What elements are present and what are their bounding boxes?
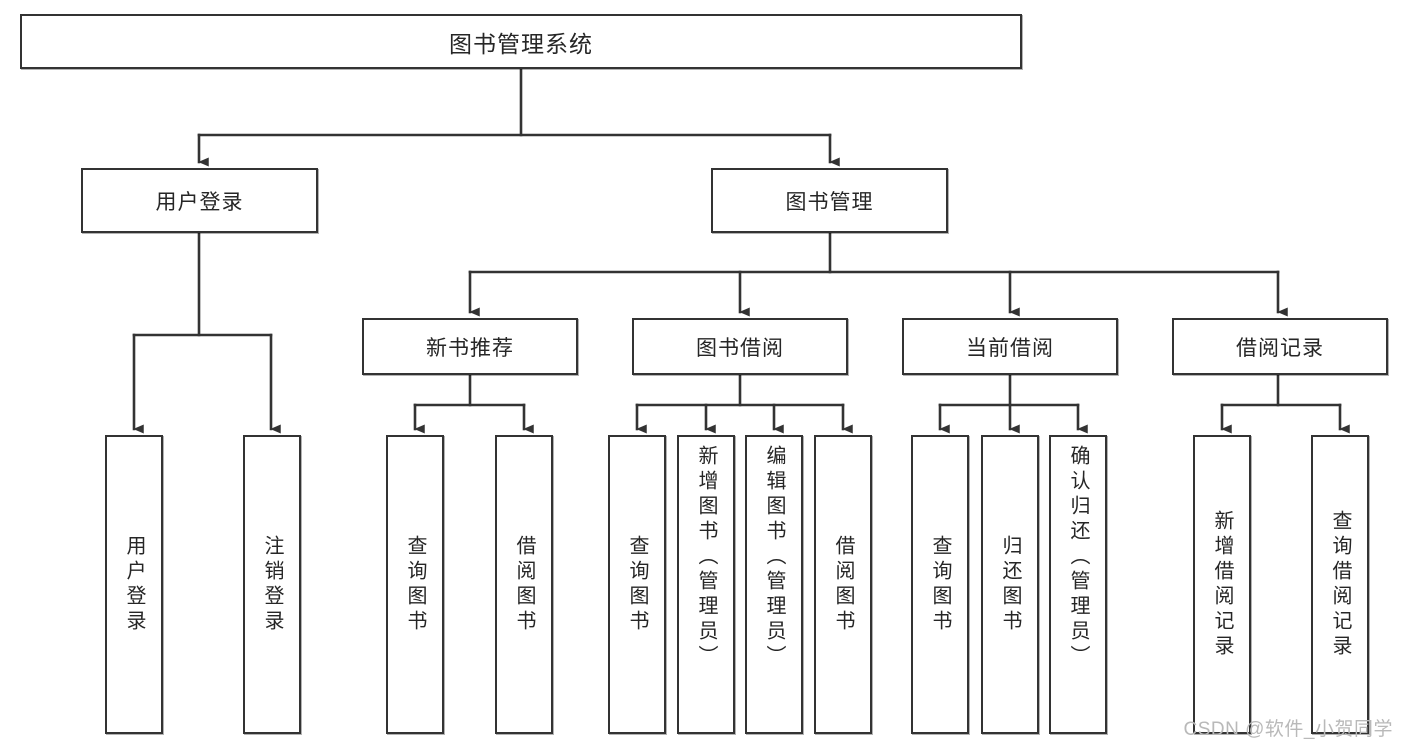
node-root-book-management-system[interactable]: 图书管理系统: [20, 14, 1022, 69]
node-leaf-add-borrow-record[interactable]: 新增借阅记录: [1193, 435, 1251, 734]
node-leaf-query-book-current[interactable]: 查询图书: [911, 435, 969, 734]
node-leaf-add-book-admin[interactable]: 新增图书（管理员）: [677, 435, 735, 734]
node-leaf-borrow-book-recommend[interactable]: 借阅图书: [495, 435, 553, 734]
csdn-watermark: CSDN @软件_小贺同学: [1183, 719, 1393, 740]
node-label: 新增图书（管理员）: [695, 445, 717, 670]
node-label: 归还图书: [999, 534, 1021, 635]
node-label: 新增借阅记录: [1211, 509, 1233, 660]
node-leaf-return-book[interactable]: 归还图书: [981, 435, 1039, 734]
node-label: 借阅图书: [832, 534, 854, 635]
node-label: 用户登录: [155, 190, 244, 214]
node-label: 确认归还（管理员）: [1067, 445, 1089, 670]
node-label: 查询借阅记录: [1329, 509, 1351, 660]
node-label: 用户登录: [123, 534, 145, 635]
node-label: 查询图书: [929, 534, 951, 635]
node-label: 图书管理系统: [449, 30, 593, 57]
node-leaf-confirm-return-admin[interactable]: 确认归还（管理员）: [1049, 435, 1107, 734]
node-label: 查询图书: [404, 534, 426, 635]
node-label: 查询图书: [626, 534, 648, 635]
node-book-management[interactable]: 图书管理: [711, 168, 948, 233]
node-new-book-recommendation[interactable]: 新书推荐: [362, 318, 578, 375]
node-leaf-query-borrow-record[interactable]: 查询借阅记录: [1311, 435, 1369, 734]
node-label: 借阅图书: [513, 534, 535, 635]
node-label: 借阅记录: [1236, 336, 1324, 360]
node-label: 编辑图书（管理员）: [763, 445, 785, 670]
node-label: 图书借阅: [696, 336, 784, 360]
node-borrowing-record[interactable]: 借阅记录: [1172, 318, 1388, 375]
node-leaf-borrow-book[interactable]: 借阅图书: [814, 435, 872, 734]
node-leaf-query-book-borrow[interactable]: 查询图书: [608, 435, 666, 734]
node-label: 注销登录: [261, 534, 283, 635]
node-current-borrowing[interactable]: 当前借阅: [902, 318, 1118, 375]
node-leaf-user-login[interactable]: 用户登录: [105, 435, 163, 734]
node-label: 图书管理: [785, 190, 874, 214]
node-leaf-query-book-recommend[interactable]: 查询图书: [386, 435, 444, 734]
node-label: 当前借阅: [966, 336, 1054, 360]
node-user-login[interactable]: 用户登录: [81, 168, 318, 233]
node-leaf-logout[interactable]: 注销登录: [243, 435, 301, 734]
node-label: 新书推荐: [426, 336, 514, 360]
node-book-borrowing[interactable]: 图书借阅: [632, 318, 848, 375]
node-leaf-edit-book-admin[interactable]: 编辑图书（管理员）: [745, 435, 803, 734]
